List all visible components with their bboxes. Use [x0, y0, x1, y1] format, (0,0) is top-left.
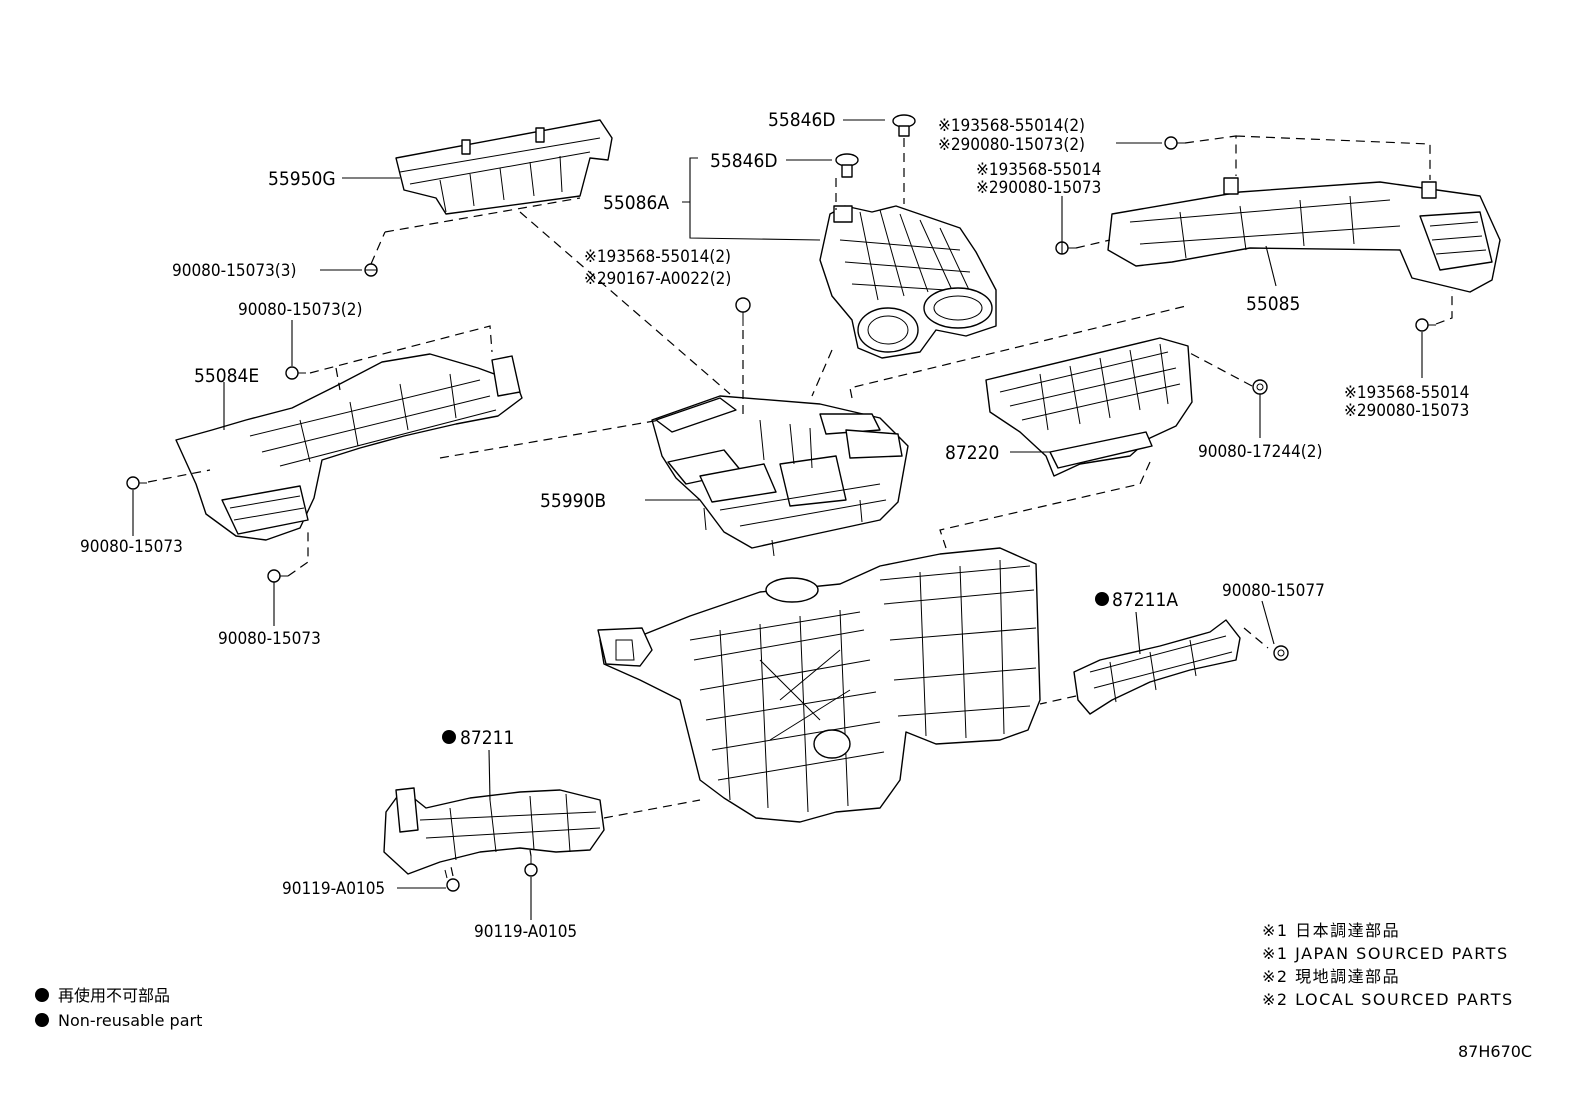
label-87211[interactable]: 87211 — [460, 727, 514, 749]
label-90119-A0105-a[interactable]: 90119-A0105 — [282, 879, 385, 899]
part-55950G-shape[interactable] — [395, 119, 613, 215]
label-90080-15073-2-a[interactable]: 90080-15073(2) — [238, 300, 362, 320]
label-90080-15073-3[interactable]: 90080-15073(3) — [172, 261, 296, 281]
screw-icon[interactable] — [444, 869, 460, 892]
label-55950G[interactable]: 55950G — [268, 168, 336, 190]
part-87211A-shape[interactable] — [1073, 619, 1241, 715]
non-reusable-bullet-icon — [442, 730, 456, 744]
label-90080-15073-c[interactable]: ※290080-15073 — [976, 178, 1101, 198]
label-55846D[interactable]: 55846D — [710, 150, 778, 172]
legend-english: Non-reusable part — [58, 1011, 202, 1030]
label-90167-A0022-2[interactable]: ※290167-A0022(2) — [584, 269, 731, 289]
label-55084E[interactable]: 55084E — [194, 365, 259, 387]
legend-japanese: 再使用不可部品 — [58, 986, 170, 1005]
screw-icon[interactable] — [126, 476, 147, 490]
label-90080-15073-l2[interactable]: 90080-15073 — [218, 629, 321, 649]
screw-icon[interactable] — [524, 856, 538, 877]
part-hvac-unit-shape — [597, 547, 1041, 823]
part-55084E-shape[interactable] — [175, 353, 523, 541]
part-87220-shape[interactable] — [985, 337, 1193, 477]
label-90080-17244-2[interactable]: 90080-17244(2) — [1198, 442, 1322, 462]
note-1-japanese: ※1 日本調達部品 — [1262, 921, 1400, 940]
screw-icon[interactable] — [1415, 318, 1436, 332]
screw-icon[interactable] — [267, 569, 288, 583]
nut-icon[interactable] — [1252, 379, 1268, 395]
label-55846D-top[interactable]: 55846D — [768, 109, 836, 131]
label-93568-55014-2-a[interactable]: ※193568-55014(2) — [584, 247, 731, 267]
screw-icon[interactable] — [1164, 136, 1185, 150]
legend-bullet-icon — [35, 1013, 49, 1027]
non-reusable-bullet-icon — [1095, 592, 1109, 606]
label-93568-55014-c[interactable]: ※193568-55014 — [976, 160, 1101, 180]
screw-icon[interactable] — [1055, 241, 1076, 255]
screw-icon[interactable] — [285, 366, 306, 380]
part-55085-shape[interactable] — [1107, 177, 1501, 293]
label-55086A[interactable]: 55086A — [603, 192, 669, 214]
label-93568-55014-2-b[interactable]: ※193568-55014(2) — [938, 116, 1085, 136]
part-55990B-shape[interactable] — [651, 395, 909, 557]
screw-icon[interactable] — [364, 263, 378, 277]
label-55990B[interactable]: 55990B — [540, 490, 606, 512]
screw-icon[interactable] — [735, 297, 751, 326]
part-55846D-clip[interactable] — [835, 153, 859, 178]
label-87220[interactable]: 87220 — [945, 442, 999, 464]
part-87211-shape[interactable] — [383, 787, 605, 875]
part-55846D-top-clip[interactable] — [892, 114, 916, 137]
note-1-english: ※1 JAPAN SOURCED PARTS — [1262, 944, 1509, 963]
label-90080-15073-d[interactable]: ※290080-15073 — [1344, 401, 1469, 421]
label-90080-15077[interactable]: 90080-15077 — [1222, 581, 1325, 601]
label-90080-15073-2-b[interactable]: ※290080-15073(2) — [938, 135, 1085, 155]
label-87211A[interactable]: 87211A — [1112, 589, 1178, 611]
legend-bullet-icon — [35, 988, 49, 1002]
drawing-code: 87H670C — [1458, 1042, 1532, 1061]
label-90119-A0105-b[interactable]: 90119-A0105 — [474, 922, 577, 942]
label-93568-55014-d[interactable]: ※193568-55014 — [1344, 383, 1469, 403]
nut-icon[interactable] — [1273, 645, 1289, 661]
label-55085[interactable]: 55085 — [1246, 293, 1300, 315]
label-90080-15073-l1[interactable]: 90080-15073 — [80, 537, 183, 557]
note-2-english: ※2 LOCAL SOURCED PARTS — [1262, 990, 1514, 1009]
note-2-japanese: ※2 現地調達部品 — [1262, 967, 1400, 986]
part-55086A-shape[interactable] — [819, 205, 997, 359]
